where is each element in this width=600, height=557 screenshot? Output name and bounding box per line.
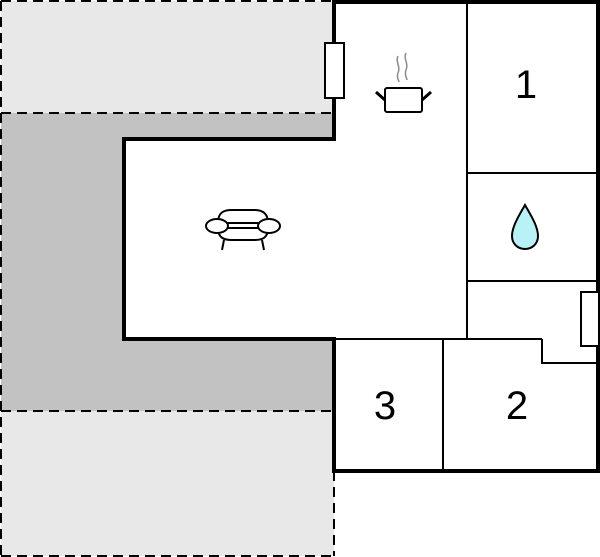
interior-walls [334, 2, 598, 471]
water-drop-icon [510, 202, 540, 251]
house-interior [124, 2, 598, 471]
sofa-icon [205, 209, 281, 251]
bedroom-2-label: 2 [505, 384, 529, 428]
terrace-outlines [0, 0, 335, 557]
bedroom-1-label: 1 [514, 63, 538, 107]
cooking-pot-icon [375, 52, 432, 113]
entrance-door [580, 291, 600, 347]
kitchen-door [324, 42, 345, 99]
bedroom-3-label: 3 [373, 384, 397, 428]
terrace-bottom [1, 411, 334, 556]
terrace-top [1, 1, 334, 113]
